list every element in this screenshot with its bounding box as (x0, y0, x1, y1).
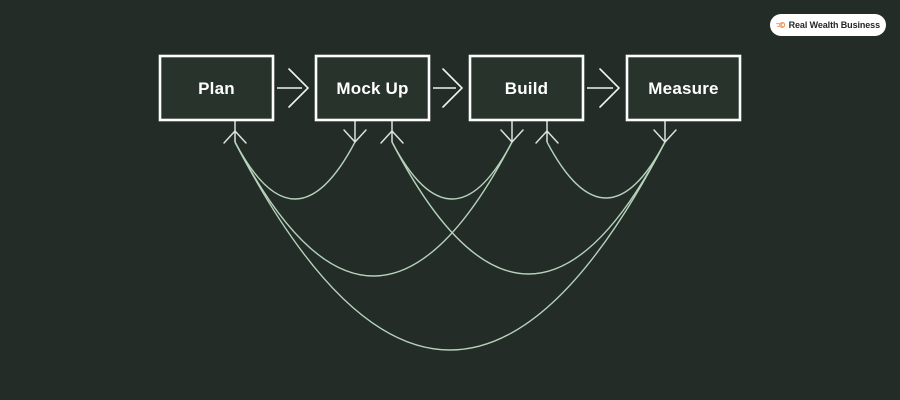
stage-label-build: Build (505, 79, 549, 98)
arrowhead-up-into-build (535, 129, 559, 144)
loop-arrow-build-to-plan (234, 141, 513, 277)
forward-arrowhead-mockup-to-build (442, 68, 464, 108)
loop-arrow-measure-to-plan (234, 141, 666, 351)
logo-badge: Real Wealth Business (770, 14, 886, 36)
loop-arrow-mockup-to-plan (234, 141, 356, 200)
loop-arrow-measure-to-build (546, 141, 666, 199)
stage-label-mockup: Mock Up (336, 79, 408, 98)
forward-arrowhead-plan-to-mockup (288, 68, 310, 108)
arrowhead-down-from-build (500, 129, 524, 144)
stage-box-build (468, 54, 585, 122)
stage-box-plan (158, 54, 275, 122)
stage-label-measure: Measure (648, 79, 718, 98)
forward-arrowhead-build-to-measure (599, 68, 621, 108)
stage-box-measure (625, 54, 742, 122)
arrowhead-up-into-mockup (380, 129, 404, 144)
coin-speed-icon (776, 22, 786, 28)
loop-arrow-build-to-mockup (391, 141, 513, 200)
arrowhead-up-into-plan (223, 129, 247, 144)
logo-text: Real Wealth Business (788, 20, 880, 30)
stage-label-plan: Plan (198, 79, 235, 98)
loop-arrow-measure-to-mockup (391, 141, 666, 275)
arrowhead-down-from-mockup (343, 129, 367, 144)
arrowhead-down-from-measure (653, 129, 677, 144)
stage-box-mockup (314, 54, 431, 122)
